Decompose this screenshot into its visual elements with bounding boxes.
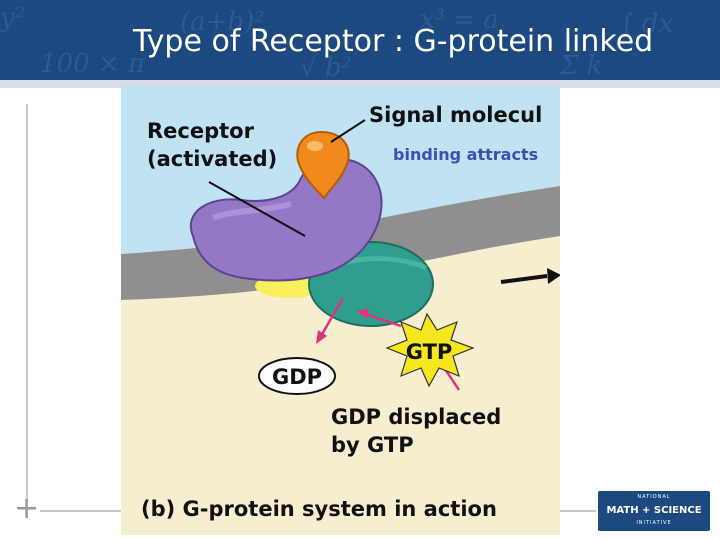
decorative-horizontal-line	[560, 510, 596, 512]
receptor-label: Receptor	[147, 119, 255, 143]
nms-logo: NATIONAL MATH + SCIENCE INITIATIVE	[598, 491, 710, 531]
signal-leader-line	[330, 119, 366, 143]
header-texture-glyph: 100 × π	[40, 49, 146, 79]
receptor-activated-label: (activated)	[147, 147, 277, 171]
gtp-binding-arrow	[364, 312, 402, 328]
gtp-star	[385, 312, 475, 388]
arrow-head-icon	[357, 308, 369, 319]
gdp-displaced-label: GDP displaced	[331, 405, 501, 429]
logo-national: NATIONAL	[637, 494, 671, 500]
arrow-head-icon	[316, 330, 327, 344]
signal-molecule-label: Signal molecul	[369, 103, 542, 127]
receptor-leader-line	[208, 181, 306, 237]
figure-caption: (b) G-protein system in action	[141, 497, 497, 521]
by-gtp-label: by GTP	[331, 433, 414, 457]
logo-initiative: INITIATIVE	[636, 520, 672, 526]
plus-icon: +	[14, 491, 40, 526]
activation-arrow	[500, 274, 548, 284]
header-rule	[0, 80, 720, 88]
gdp-oval	[258, 357, 336, 395]
header-texture-glyph: Σ k	[559, 51, 602, 80]
header-texture-glyph: ∫ dx	[620, 9, 673, 39]
header-texture-glyph: √ b²	[300, 53, 352, 80]
arrow-head-icon	[547, 268, 560, 284]
receptor-highlight	[211, 201, 292, 221]
header-texture-glyph: y²	[0, 3, 25, 33]
gdp-release-arrow	[319, 297, 345, 337]
decorative-horizontal-line	[40, 510, 122, 512]
logo-math-science: MATH + SCIENCE	[606, 505, 702, 516]
slide-title: Type of Receptor : G-protein linked	[133, 24, 654, 59]
diagram-canvas: GTP GDP Receptor (activated) Signal mole…	[121, 86, 560, 535]
header-texture-glyph: x³ = a	[420, 5, 499, 35]
decorative-vertical-line	[26, 104, 28, 502]
slide-header: y² (a+b)² x³ = a ∫ dx 100 × π √ b² Σ k T…	[0, 0, 720, 80]
g-protein-diagram: GTP GDP Receptor (activated) Signal mole…	[121, 86, 560, 535]
gtp-label: GTP	[406, 340, 453, 364]
header-formula-texture: y² (a+b)² x³ = a ∫ dx 100 × π √ b² Σ k	[0, 3, 673, 80]
header-texture-glyph: (a+b)²	[180, 7, 265, 37]
signal-molecule-highlight	[307, 141, 323, 151]
gdp-label: GDP	[272, 365, 322, 389]
binding-attracts-label: binding attracts	[393, 145, 538, 164]
